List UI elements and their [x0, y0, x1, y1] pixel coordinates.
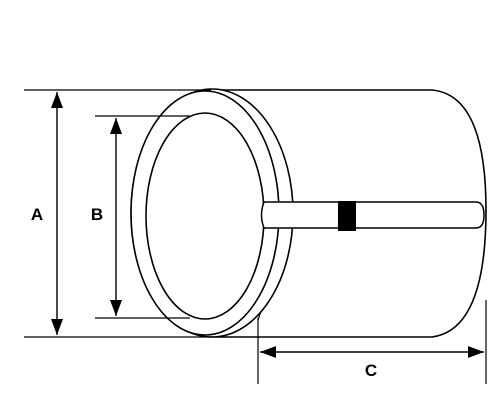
arrowhead-c-right [468, 346, 484, 358]
clamp-block [338, 201, 356, 231]
arrowhead-c-left [260, 346, 276, 358]
label-c: C [365, 361, 377, 380]
arrowhead-a-bottom [51, 319, 63, 335]
arrowhead-b-bottom [110, 300, 122, 316]
label-b: B [91, 205, 103, 224]
arrowhead-a-top [51, 92, 63, 108]
cylinder-body-outline [211, 89, 487, 338]
arrowhead-b-top [110, 118, 122, 134]
clamp-band [260, 201, 485, 229]
rim-inner-ellipse [145, 112, 265, 320]
label-a: A [31, 205, 43, 224]
